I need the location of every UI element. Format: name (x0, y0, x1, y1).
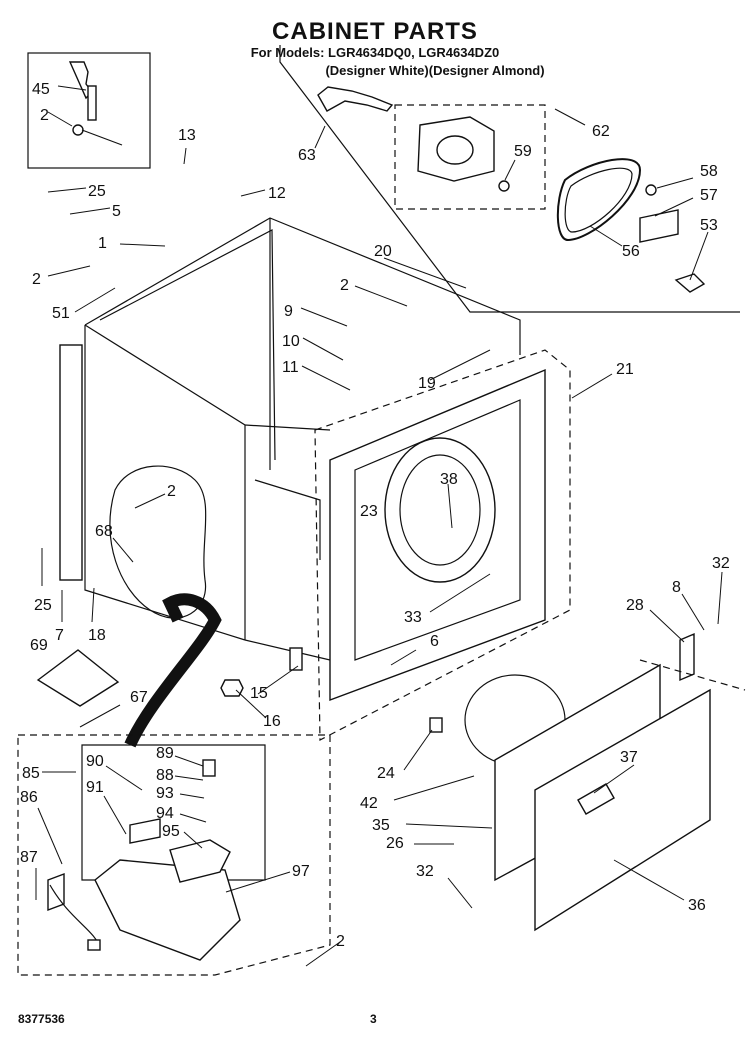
callout-2: 2 (336, 933, 345, 950)
callout-5: 5 (112, 203, 121, 220)
callout-32: 32 (416, 863, 434, 880)
part-15-switch (289, 647, 303, 671)
callout-16: 16 (263, 713, 281, 730)
callout-63: 63 (298, 147, 316, 164)
callout-12: 12 (268, 185, 286, 202)
callout-33: 33 (404, 609, 422, 626)
callout-9: 9 (284, 303, 293, 320)
callout-25: 25 (88, 183, 106, 200)
callout-56: 56 (622, 243, 640, 260)
part-57-bracket (639, 209, 679, 243)
callout-1: 1 (98, 235, 107, 252)
part-53-roller (674, 273, 706, 293)
callout-35: 35 (372, 817, 390, 834)
callout-59: 59 (514, 143, 532, 160)
callout-23: 23 (360, 503, 378, 520)
callout-86: 86 (20, 789, 38, 806)
part-91-plate (129, 818, 161, 844)
callout-37: 37 (620, 749, 638, 766)
callout-2: 2 (32, 271, 41, 288)
callout-2: 2 (167, 483, 176, 500)
callout-25: 25 (34, 597, 52, 614)
callout-95: 95 (162, 823, 180, 840)
leader-lines (35, 85, 723, 967)
callout-2: 2 (40, 107, 49, 124)
callout-45: 45 (32, 81, 50, 98)
callout-88: 88 (156, 767, 174, 784)
callout-87: 87 (20, 849, 38, 866)
callout-7: 7 (55, 627, 64, 644)
callout-19: 19 (418, 375, 436, 392)
finish-subtitle: (Designer White)(Designer Almond) (325, 63, 545, 78)
callout-10: 10 (282, 333, 300, 350)
part-63-bracket (317, 86, 394, 112)
callout-38: 38 (440, 471, 458, 488)
callout-26: 26 (386, 835, 404, 852)
callout-58: 58 (700, 163, 718, 180)
page-number: 3 (370, 1012, 377, 1026)
part-95-valve (169, 839, 231, 883)
callout-6: 6 (430, 633, 439, 650)
part-2-screw (72, 124, 84, 136)
callout-20: 20 (374, 243, 392, 260)
callout-8: 8 (672, 579, 681, 596)
gas-valve-group-box (17, 734, 331, 976)
part-7-side-rail (59, 344, 83, 581)
callout-85: 85 (22, 765, 40, 782)
assembly-arrow (124, 593, 222, 748)
motor-group-box (394, 104, 546, 210)
callout-36: 36 (688, 897, 706, 914)
part-45-wire (68, 61, 93, 100)
callout-90: 90 (86, 753, 104, 770)
cabinet-left-side (84, 325, 246, 641)
callout-18: 18 (88, 627, 106, 644)
part-45-sensor (87, 85, 97, 121)
callout-67: 67 (130, 689, 148, 706)
part-37-handle (577, 783, 615, 815)
callout-labels: 4521312255125163625958575356202910111921… (20, 81, 730, 950)
door-opening (384, 437, 496, 583)
cutaway-region (109, 465, 207, 619)
callout-24: 24 (377, 765, 395, 782)
callout-53: 53 (700, 217, 718, 234)
callout-68: 68 (95, 523, 113, 540)
callout-91: 91 (86, 779, 104, 796)
callout-42: 42 (360, 795, 378, 812)
callout-89: 89 (156, 745, 174, 762)
callout-57: 57 (700, 187, 718, 204)
part-24-latch (429, 717, 443, 733)
inset-box-igniter (27, 52, 151, 169)
enclosure-line-top-right (279, 45, 740, 313)
document-part-number: 8377536 (18, 1012, 65, 1026)
callout-15: 15 (250, 685, 268, 702)
models-subtitle: For Models: LGR4634DQ0, LGR4634DZ0 (250, 45, 500, 60)
callout-69: 69 (30, 637, 48, 654)
part-87-burner (47, 872, 65, 912)
part-36-outer-door (534, 688, 711, 932)
callout-28: 28 (626, 597, 644, 614)
page-title: CABINET PARTS (272, 18, 478, 45)
callout-2: 2 (340, 277, 349, 294)
part-59-pulley (498, 180, 510, 192)
callout-11: 11 (282, 359, 299, 376)
callout-21: 21 (616, 361, 634, 378)
callout-32: 32 (712, 555, 730, 572)
callout-93: 93 (156, 785, 174, 802)
cabinet-top-edge (84, 217, 521, 355)
callout-97: 97 (292, 863, 310, 880)
callout-62: 62 (592, 123, 610, 140)
part-28-hinge (679, 632, 695, 682)
callout-94: 94 (156, 805, 174, 822)
callout-51: 51 (52, 305, 70, 322)
callout-13: 13 (178, 127, 196, 144)
part-58-screw (645, 184, 657, 196)
part-85-valve-bracket (94, 859, 241, 961)
part-56-belt (556, 158, 642, 242)
part-89-coil (202, 759, 216, 777)
part-69-pad (36, 649, 120, 707)
